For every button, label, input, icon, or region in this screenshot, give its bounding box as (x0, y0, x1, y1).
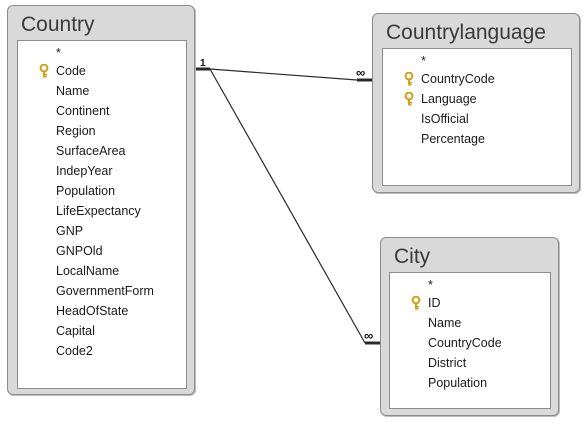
country-field-row[interactable]: SurfaceArea (18, 141, 186, 161)
country-field-row[interactable]: GovernmentForm (18, 281, 186, 301)
cardinality-one-label: 1 (200, 58, 206, 69)
country-field-label: HeadOfState (56, 304, 129, 318)
countrylanguage-field-row[interactable]: IsOfficial (383, 109, 571, 129)
countrylanguage-field-row[interactable]: Percentage (383, 129, 571, 149)
country-field-row[interactable]: Capital (18, 321, 186, 341)
city-field-row[interactable]: District (390, 353, 550, 373)
country-field-row[interactable]: GNPOld (18, 241, 186, 261)
city-field-label: CountryCode (428, 336, 502, 350)
country-field-row[interactable]: Code2 (18, 341, 186, 361)
country-field-row[interactable]: Population (18, 181, 186, 201)
primary-key-icon (39, 64, 49, 78)
city-field-label: Name (428, 316, 462, 330)
country-field-label: LifeExpectancy (56, 204, 141, 218)
country-field-row[interactable]: HeadOfState (18, 301, 186, 321)
primary-key-icon (404, 72, 414, 86)
city-field-row[interactable]: ID (390, 293, 550, 313)
country-field-row[interactable]: Name (18, 81, 186, 101)
country-field-label: Continent (56, 104, 110, 118)
countrylanguage-field-row[interactable]: CountryCode (383, 69, 571, 89)
country-field-label: Name (56, 84, 90, 98)
city-field-row[interactable]: Name (390, 313, 550, 333)
primary-key-icon (404, 92, 414, 106)
table-title-country: Country (21, 13, 95, 36)
city-field-label: District (428, 356, 467, 370)
city-field-label: ID (428, 296, 441, 310)
country-field-row[interactable]: IndepYear (18, 161, 186, 181)
country-field-label: SurfaceArea (56, 144, 126, 158)
country-field-label: GNP (56, 224, 84, 238)
city-field-label: * (428, 278, 433, 292)
city-field-label: Population (428, 376, 488, 390)
country-field-row[interactable]: GNP (18, 221, 186, 241)
city-field-row[interactable]: CountryCode (390, 333, 550, 353)
country-field-label: * (56, 46, 61, 60)
relationship-line-country-city-diag[interactable] (209, 68, 366, 344)
country-field-row[interactable]: LocalName (18, 261, 186, 281)
country-field-label: Region (56, 124, 96, 138)
cardinality-many-label-countrylanguage: ∞ (356, 65, 366, 80)
countrylanguage-field-row[interactable]: Language (383, 89, 571, 109)
country-field-label: Capital (56, 324, 95, 338)
country-field-label: GNPOld (56, 244, 103, 258)
table-title-city: City (394, 245, 431, 268)
city-field-row[interactable]: * (390, 275, 550, 293)
cardinality-many-label-city: ∞ (364, 328, 374, 343)
countrylanguage-field-label: Percentage (421, 132, 485, 146)
country-field-row[interactable]: LifeExpectancy (18, 201, 186, 221)
country-field-label: IndepYear (56, 164, 113, 178)
countrylanguage-field-label: IsOfficial (421, 112, 469, 126)
country-field-label: LocalName (56, 264, 120, 278)
relationship-line-country-countrylanguage-diag[interactable] (209, 68, 358, 81)
primary-key-icon (411, 296, 421, 310)
countrylanguage-field-label: CountryCode (421, 72, 495, 86)
country-field-label: Code2 (56, 344, 93, 358)
country-field-row[interactable]: Continent (18, 101, 186, 121)
country-field-label: GovernmentForm (56, 284, 154, 298)
table-title-countrylanguage: Countrylanguage (386, 21, 546, 44)
country-field-row[interactable]: Code (18, 61, 186, 81)
countrylanguage-field-label: * (421, 54, 426, 68)
city-field-row[interactable]: Population (390, 373, 550, 393)
country-field-row[interactable]: * (18, 43, 186, 61)
country-field-label: Code (56, 64, 86, 78)
countrylanguage-field-row[interactable]: * (383, 51, 571, 69)
country-field-label: Population (56, 184, 116, 198)
countrylanguage-field-label: Language (421, 92, 477, 106)
country-field-row[interactable]: Region (18, 121, 186, 141)
